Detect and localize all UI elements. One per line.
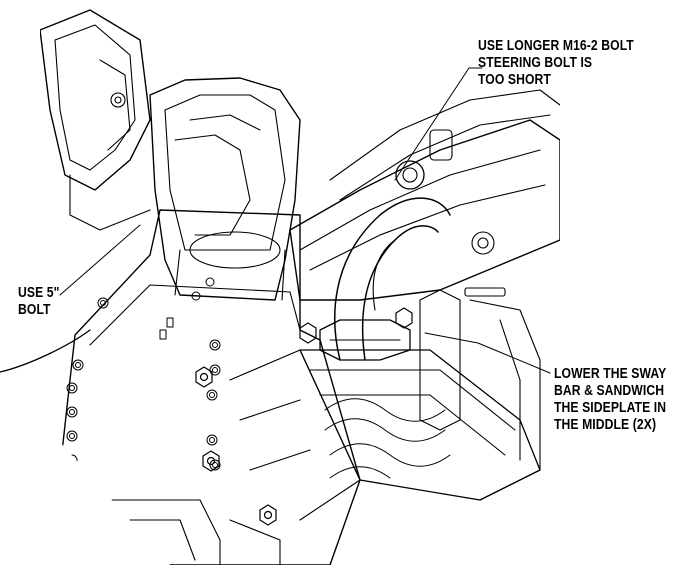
shock-tower (149, 77, 301, 301)
detail-circle-boundary (0, 329, 91, 373)
callout-line: BAR & SANDWICH (554, 383, 665, 399)
callout-five-inch-bolt: USE 5" BOLT (18, 285, 59, 319)
steering-housing (289, 119, 560, 301)
callout-line: THE SIDEPLATE IN (554, 400, 667, 416)
callout-line: TOO SHORT (478, 72, 551, 88)
callout-line: STEERING BOLT IS (478, 55, 593, 71)
leader-sway-bar (424, 332, 551, 374)
callout-sway-bar: LOWER THE SWAY BAR & SANDWICH THE SIDEPL… (554, 366, 666, 434)
callout-longer-bolt: USE LONGER M16-2 BOLT STEERING BOLT IS T… (478, 38, 634, 89)
side-plate-holes (66, 277, 221, 471)
callout-line: BOLT (18, 302, 51, 318)
callout-line: USE LONGER M16-2 BOLT (478, 38, 634, 54)
upper-bracket (39, 9, 151, 191)
leader-five-inch-bolt (59, 224, 141, 296)
side-plate (59, 209, 361, 565)
sway-bar (334, 197, 451, 361)
leader-lines (59, 67, 551, 374)
leader-longer-bolt (394, 67, 483, 181)
callout-line: THE MIDDLE (2X) (554, 417, 657, 433)
callout-line: LOWER THE SWAY (554, 366, 667, 382)
callout-line: USE 5" (18, 285, 60, 301)
